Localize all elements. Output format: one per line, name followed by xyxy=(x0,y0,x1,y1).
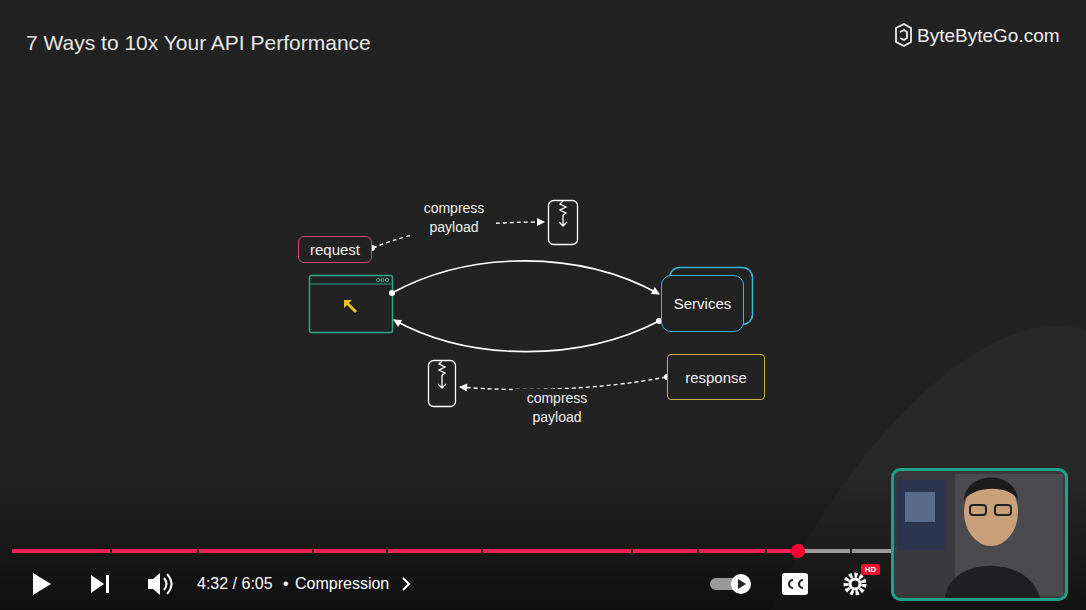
time-display: 4:32 / 6:05 xyxy=(197,575,273,593)
request-box: request xyxy=(298,236,372,263)
box-label: Services xyxy=(674,295,732,312)
edge-note: compress payload xyxy=(515,389,599,427)
hd-badge: HD xyxy=(865,565,877,574)
separator-dot: • xyxy=(283,575,289,593)
brand-watermark: ByteByteGo.com xyxy=(917,25,1060,47)
slide-title: 7 Ways to 10x Your API Performance xyxy=(26,31,371,55)
edge-note: compress payload xyxy=(412,199,496,237)
box-label: response xyxy=(685,369,747,386)
services-box: Services xyxy=(661,275,744,332)
chapter-title: Compression xyxy=(295,575,389,593)
box-label: request xyxy=(310,241,360,258)
response-box: response xyxy=(667,354,765,400)
